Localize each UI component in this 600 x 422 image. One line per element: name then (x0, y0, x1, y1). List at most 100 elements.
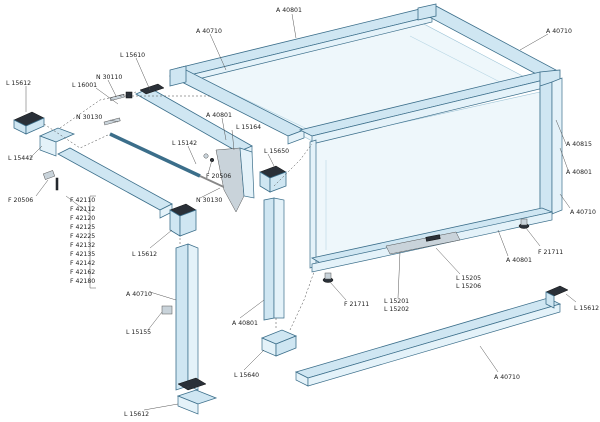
label-l15205: L 15205 (456, 275, 481, 282)
parts-list-item: F 42110 (70, 197, 95, 204)
leader (243, 349, 265, 371)
label-l15610: L 15610 (120, 52, 145, 59)
hinge-bracket-side (239, 147, 255, 199)
label-l15640: L 15640 (234, 372, 259, 379)
label-a40710-top-right: A 40710 (546, 28, 572, 35)
leader (267, 153, 275, 167)
handle-grip (425, 234, 441, 242)
corner-connector-bottom (177, 377, 207, 391)
label-a40710-bottom: A 40710 (494, 374, 520, 381)
label-l15202: L 15202 (384, 306, 409, 313)
foot-stem (324, 272, 332, 280)
leader (397, 251, 401, 299)
vertical-post-center-side (273, 197, 285, 319)
glass-reflection (409, 35, 501, 83)
rail-endcap (139, 83, 165, 95)
leader (147, 311, 163, 331)
label-f21711-right: F 21711 (538, 249, 563, 256)
leader (207, 159, 213, 175)
guide-line (43, 123, 111, 149)
part-labels: A 40801 A 40710 A 40710 L 15610 N 30110 … (6, 7, 599, 418)
vertical-post-left (175, 243, 189, 391)
label-n30110: N 30110 (96, 74, 122, 81)
leader (107, 79, 117, 97)
label-l16001: L 16001 (72, 82, 97, 89)
corner-connector-l15640-side (275, 335, 297, 357)
leader (497, 229, 509, 257)
label-l15155: L 15155 (126, 329, 151, 336)
hinge-bracket (215, 147, 245, 213)
label-n30130-a: N 30130 (76, 114, 102, 121)
parts-list-item: F 42112 (70, 206, 95, 213)
leader (555, 119, 567, 145)
label-l15442: L 15442 (8, 155, 33, 162)
label-a40815: A 40815 (566, 141, 592, 148)
corner-block (417, 3, 437, 21)
leader (209, 33, 227, 71)
exploded-parts (13, 83, 569, 415)
short-rail-face (39, 135, 57, 157)
corner-connector-side (25, 117, 45, 135)
leader (479, 345, 499, 373)
label-l15201: L 15201 (384, 298, 409, 305)
leader (29, 145, 43, 159)
label-a40801-bottom: A 40801 (506, 257, 532, 264)
bottom-rail-face (307, 303, 561, 387)
leader (239, 299, 265, 319)
label-l15206: L 15206 (456, 283, 481, 290)
leader (559, 147, 569, 171)
clip-l15155 (161, 305, 173, 315)
label-a40801-post: A 40801 (232, 320, 258, 327)
parts-list-item: F 42135 (70, 251, 95, 258)
leader (435, 247, 461, 275)
screw (55, 177, 59, 191)
front-left-glass-edge (309, 139, 317, 269)
foot-stem (520, 218, 528, 226)
parts-list-item: F 42132 (70, 242, 95, 249)
guide-line (273, 143, 313, 187)
top-left-rail-face (287, 129, 305, 145)
cabinet-assembly (169, 3, 563, 283)
nut (125, 91, 133, 99)
label-l15612-right: L 15612 (574, 305, 599, 312)
corner-connector-mid-side (179, 209, 197, 237)
label-l15612-left: L 15612 (6, 80, 31, 87)
corner-connector-right-face (545, 291, 555, 309)
label-n30130-b: N 30130 (196, 197, 222, 204)
leader (565, 293, 577, 303)
parts-list-item: F 42225 (70, 233, 95, 240)
vertical-post-left-side (187, 243, 199, 391)
leader-lines (25, 13, 577, 411)
label-f20506-mid: F 20506 (206, 173, 231, 180)
label-l15612-bottom: L 15612 (124, 411, 149, 418)
leader (65, 195, 91, 215)
parts-list-item: F 42162 (70, 269, 95, 276)
hinge-pin (203, 153, 209, 159)
label-f21711-bottom: F 21711 (344, 301, 369, 308)
label-a40710-top-left: A 40710 (196, 28, 222, 35)
leader (135, 57, 151, 91)
corner-connector-bottom-face (177, 395, 199, 415)
leader (143, 403, 179, 411)
parts-list-item: F 42125 (70, 224, 95, 231)
label-a40710-left: A 40710 (126, 291, 152, 298)
leader (221, 117, 227, 141)
label-f20506-left: F 20506 (8, 197, 33, 204)
label-l15650: L 15650 (264, 148, 289, 155)
label-a40801-right: A 40801 (566, 169, 592, 176)
label-l15164: L 15164 (236, 124, 261, 131)
label-a40801-mid: A 40801 (206, 112, 232, 119)
assembly-guides (43, 91, 315, 388)
leader (199, 187, 221, 199)
parts-list-item: F 42142 (70, 260, 95, 267)
leader (149, 291, 177, 301)
leader (525, 227, 541, 247)
label-l15142: L 15142 (172, 140, 197, 147)
screw-n30130 (103, 117, 121, 126)
parts-list-bracket (89, 195, 96, 289)
front-right-post-side (551, 77, 563, 215)
guide-line (289, 271, 315, 331)
front-right-post (539, 81, 553, 219)
leader (149, 229, 173, 249)
